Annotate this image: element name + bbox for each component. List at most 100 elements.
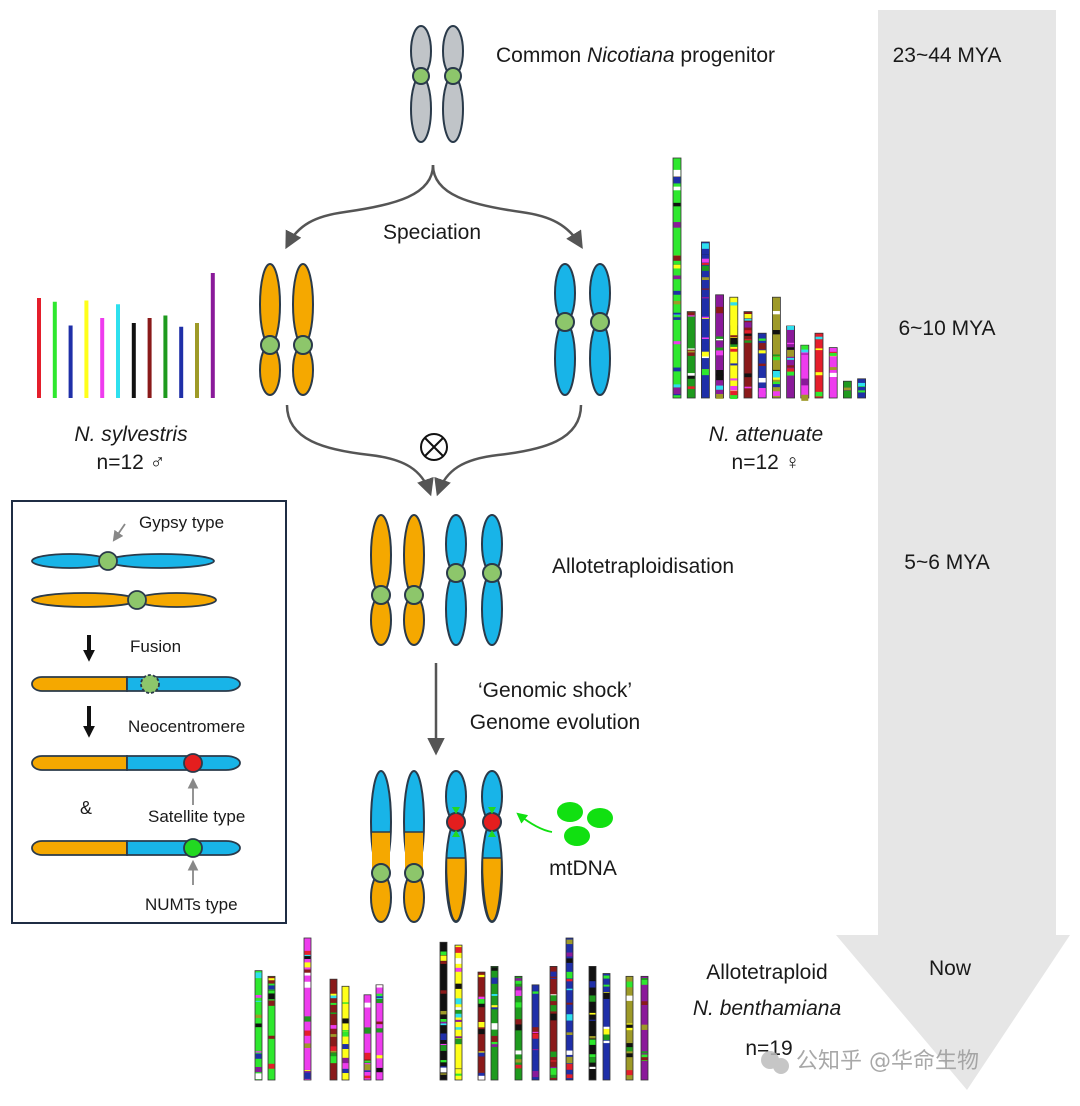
benthamiana-karyotype xyxy=(254,937,649,1081)
band xyxy=(304,1043,311,1048)
band xyxy=(376,997,383,1004)
band xyxy=(515,1024,522,1031)
band xyxy=(376,985,383,988)
band xyxy=(376,1021,383,1025)
attenuate-chromosome-2 xyxy=(589,263,611,396)
evolved-chromosome-3 xyxy=(445,770,467,923)
orange-arm xyxy=(31,755,128,771)
lower-arm xyxy=(445,572,467,646)
band xyxy=(730,337,738,345)
tetra-blue-1 xyxy=(445,514,467,646)
evolved-chromosome-4 xyxy=(481,770,503,923)
band xyxy=(744,373,752,378)
benthamiana-count: n=19 xyxy=(745,1037,792,1060)
band xyxy=(701,258,709,263)
gypsy-label: Gypsy type xyxy=(139,513,224,532)
bar-body xyxy=(267,975,276,1081)
band xyxy=(744,330,752,334)
band xyxy=(268,1063,275,1069)
numt-insert xyxy=(488,807,496,814)
inset-fused-chromosome xyxy=(31,674,241,694)
band xyxy=(744,314,752,319)
band xyxy=(815,375,823,381)
allotetraploid-label: Allotetraploid xyxy=(706,961,827,984)
band xyxy=(772,370,780,378)
band xyxy=(716,373,724,381)
band xyxy=(342,1068,349,1074)
band xyxy=(701,355,709,359)
centromere xyxy=(412,67,430,85)
mtdna-icon xyxy=(516,802,613,846)
band xyxy=(673,367,681,372)
band xyxy=(687,373,695,379)
attenuate-chromosome-bar xyxy=(786,325,795,399)
band xyxy=(589,1058,596,1063)
band xyxy=(687,348,695,350)
band xyxy=(626,981,633,988)
band xyxy=(550,1005,557,1012)
band xyxy=(440,1067,447,1073)
band xyxy=(515,990,522,996)
band xyxy=(455,1027,462,1030)
band xyxy=(342,1030,349,1032)
band xyxy=(603,1034,610,1041)
sylvestris-chromosome-bar xyxy=(131,323,136,398)
band xyxy=(673,387,681,395)
lower-arm xyxy=(589,321,611,396)
band xyxy=(716,370,724,376)
band xyxy=(532,1031,539,1039)
band xyxy=(772,330,780,335)
band xyxy=(603,1059,610,1067)
band xyxy=(787,349,795,357)
band xyxy=(730,378,738,381)
band xyxy=(342,1044,349,1049)
band xyxy=(478,996,485,1000)
band xyxy=(532,991,539,994)
band xyxy=(566,979,573,982)
band xyxy=(550,995,557,1002)
band xyxy=(376,1028,383,1033)
band xyxy=(566,1002,573,1005)
band xyxy=(515,1059,522,1063)
band xyxy=(515,1019,522,1026)
band xyxy=(342,1031,349,1037)
band xyxy=(673,264,681,269)
band xyxy=(566,1063,573,1070)
band xyxy=(304,981,311,988)
bar-body xyxy=(743,311,753,399)
band xyxy=(603,984,610,987)
evolved-chromosome-1 xyxy=(370,770,392,923)
centromere xyxy=(140,674,160,694)
band xyxy=(440,1018,447,1022)
benthamiana-chromosome-bar xyxy=(625,975,634,1081)
band xyxy=(364,1070,371,1072)
band xyxy=(687,350,695,353)
sylvestris-name: N. sylvestris xyxy=(74,423,188,446)
allotetraploid-chromosomes xyxy=(370,514,503,646)
band xyxy=(730,348,738,352)
band xyxy=(566,1074,573,1079)
genome-evolution-label: Genome evolution xyxy=(470,711,640,734)
band xyxy=(491,994,498,996)
band xyxy=(478,1002,485,1008)
band xyxy=(304,972,311,976)
band xyxy=(255,1045,262,1051)
band xyxy=(330,1012,337,1015)
band xyxy=(255,1051,262,1053)
numt-insert xyxy=(452,830,460,837)
band xyxy=(455,1067,462,1070)
band xyxy=(255,1053,262,1059)
band xyxy=(491,1005,498,1008)
band xyxy=(626,1046,633,1052)
band xyxy=(701,254,709,257)
sylvestris-chromosome-bar xyxy=(195,323,199,398)
band xyxy=(787,357,795,360)
band xyxy=(330,993,337,997)
band xyxy=(758,388,766,395)
benthamiana-chromosome-bar xyxy=(267,975,276,1081)
band xyxy=(687,312,695,316)
band xyxy=(440,1066,447,1069)
attenuate-chromosome-bar xyxy=(743,311,753,399)
orange-arm xyxy=(31,676,128,692)
